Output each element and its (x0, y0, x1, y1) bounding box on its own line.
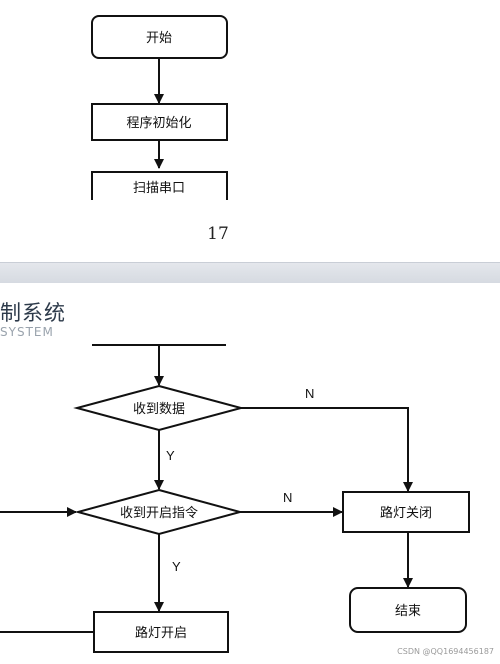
document-page-top (0, 0, 500, 262)
end-node (349, 587, 467, 633)
label-n-1: N (305, 386, 314, 401)
decision-receive-data-label: 收到数据 (133, 402, 185, 417)
label-y-2: Y (172, 559, 181, 574)
label-y-1: Y (166, 448, 175, 463)
page-number: 17 (207, 224, 229, 244)
watermark: CSDN @QQ1694456187 (397, 647, 494, 656)
light-on-node (93, 611, 229, 653)
init-node-label: 程序初始化 (126, 116, 191, 131)
section-title: 制系统 (0, 301, 66, 325)
light-off-node (342, 491, 470, 533)
scan-node (91, 171, 228, 200)
light-on-node-label: 路灯开启 (135, 625, 187, 641)
section-subtitle: SYSTEM (0, 325, 54, 339)
light-off-node-label: 路灯关闭 (380, 505, 432, 521)
end-node-label: 结束 (395, 604, 421, 619)
decision-receive-on-command-label: 收到开启指令 (120, 506, 198, 521)
start-node-label: 开始 (146, 31, 172, 46)
scan-node-label: 扫描串口 (133, 181, 185, 196)
arrow-no-data-to-light-off (241, 407, 413, 492)
label-n-2: N (283, 490, 292, 505)
